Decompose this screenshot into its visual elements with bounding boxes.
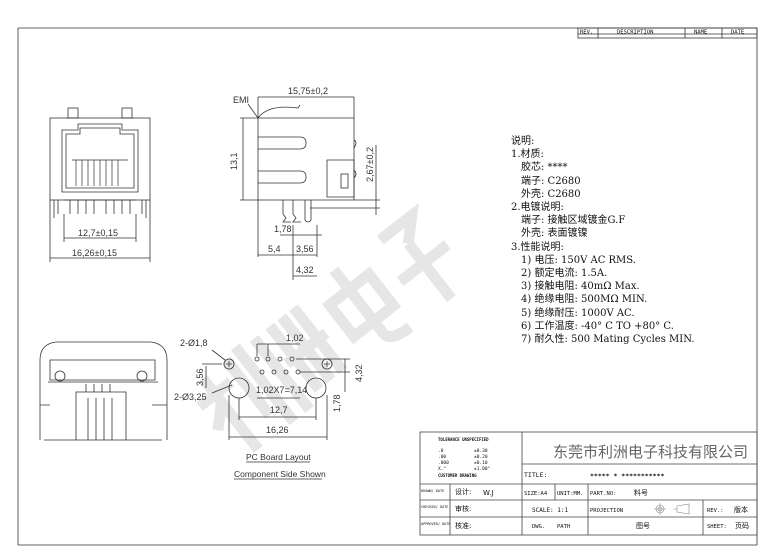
dim-4-32: 4,32 bbox=[354, 364, 364, 382]
dim-4-32: 4,32 bbox=[296, 265, 314, 275]
scale-value: SCALE: 1:1 bbox=[532, 507, 569, 514]
description-header: DESCRIPTION bbox=[617, 30, 653, 36]
drawing-number: 图号 bbox=[636, 522, 650, 530]
note-line: 4) 绝缘电阻: 500MΩ MIN. bbox=[521, 294, 648, 306]
note-line: 2) 额定电流: 1.5A. bbox=[521, 268, 608, 280]
note-line: 7) 耐久性: 500 Mating Cycles MIN. bbox=[521, 334, 695, 346]
notes-section-performance: 3.性能说明: bbox=[511, 241, 564, 253]
watermark bbox=[196, 202, 456, 453]
unit-value: UNIT:MM. bbox=[557, 491, 584, 497]
dwg-path: PATH bbox=[557, 524, 570, 530]
approve-label: 核准: bbox=[455, 521, 471, 530]
row-offset-label: 3,56 bbox=[195, 368, 205, 386]
note-line: 外壳: C2680 bbox=[521, 188, 581, 200]
notes: 说明: 1.材质: 胶芯: **** 端子: C2680 外壳: C2680 2… bbox=[511, 135, 695, 346]
tol-key: .000 bbox=[438, 460, 449, 466]
pcb-caption: PC Board Layout bbox=[246, 452, 311, 462]
dim-12-7: 12,7 bbox=[270, 405, 288, 415]
note-line: 端子: 接触区域镀金G.F bbox=[521, 215, 626, 227]
dim-height: 13,1 bbox=[229, 152, 239, 170]
checked-label: CHECKED/ DATE bbox=[421, 505, 448, 509]
revision-table: REV. DESCRIPTION NAME DATE bbox=[577, 27, 758, 39]
dim-5-4: 5,4 bbox=[268, 244, 281, 254]
note-line: 端子: C2680 bbox=[521, 175, 581, 187]
dwg-label: DWG. bbox=[532, 524, 545, 530]
pcb-subcaption: Component Side Shown bbox=[234, 469, 326, 479]
sheet-value: 页码 bbox=[735, 522, 749, 530]
rev-value: 版本 bbox=[734, 505, 748, 514]
note-line: 3) 接触电阻: 40mΩ Max. bbox=[521, 281, 640, 293]
tolerance-title: TOLERANCE UNSPECIFIED bbox=[438, 437, 489, 442]
dim-tab: 2,67±0,2 bbox=[365, 147, 375, 182]
part-label: PART.NO: bbox=[590, 491, 617, 497]
customer-drawing: CUSTOMER DRAWING bbox=[438, 473, 477, 478]
projection-symbol-icon bbox=[654, 503, 690, 515]
company-name: 东莞市利洲电子科技有限公司 bbox=[553, 443, 748, 461]
notes-title: 说明: bbox=[511, 136, 535, 147]
dim-width: 15,75±0,2 bbox=[288, 86, 328, 96]
title-block: TOLERANCE UNSPECIFIED .0 ±0.30 .00 ±0.20… bbox=[419, 431, 758, 536]
title-label: TITLE: bbox=[524, 471, 547, 479]
dim-outer-width: 16,26±0,15 bbox=[72, 248, 117, 258]
designer-name: W.J bbox=[483, 489, 493, 497]
front-view: 12,7±0,15 16,26±0,15 bbox=[49, 107, 151, 262]
hole-large-label: 2-Ø3,25 bbox=[174, 392, 207, 402]
dim-inner-width: 12,7±0,15 bbox=[78, 228, 118, 238]
note-line: 6) 工作温度: -40° C TO +80° C. bbox=[521, 320, 674, 332]
dim-3-56: 3,56 bbox=[296, 244, 314, 254]
review-label: 审核: bbox=[455, 504, 471, 513]
rear-view bbox=[39, 341, 168, 441]
tol-val: ±0.20 bbox=[474, 454, 488, 460]
tol-val: ±1.00° bbox=[474, 466, 491, 472]
sheet-label: SHEET: bbox=[707, 524, 727, 530]
notes-section-plating: 2.电镀说明: bbox=[511, 202, 564, 214]
rev-header: REV. bbox=[580, 30, 593, 36]
part-value: 料号 bbox=[634, 488, 648, 497]
approved-label: APPROVED/ DATE bbox=[421, 522, 451, 526]
note-line: 1) 电压: 150V AC RMS. bbox=[521, 254, 636, 266]
note-line: 胶芯: **** bbox=[521, 162, 568, 174]
span-label: 1,02X7=7,14 bbox=[256, 385, 307, 395]
dim-1-78: 1,78 bbox=[332, 394, 342, 412]
drawn-label: DRAWN/ DATE bbox=[421, 489, 444, 493]
date-header: DATE bbox=[731, 30, 744, 36]
emi-label: EMI bbox=[233, 95, 249, 105]
pitch-label: 1,02 bbox=[286, 333, 304, 343]
hole-small-label: 2-Ø1,8 bbox=[180, 338, 208, 348]
projection-label: PROJECTION bbox=[590, 508, 623, 514]
rev-label: REV.: bbox=[707, 508, 724, 514]
note-line: 外壳: 表面镀镍 bbox=[521, 228, 588, 240]
name-header: NAME bbox=[694, 30, 707, 36]
dim-16-26: 16,26 bbox=[266, 425, 289, 435]
tol-key: .0 bbox=[438, 448, 444, 454]
note-line: 5) 绝缘耐压: 1000V AC. bbox=[521, 307, 635, 319]
notes-section-material: 1.材质: bbox=[511, 149, 544, 161]
tol-val: ±0.10 bbox=[474, 460, 488, 466]
size-value: SIZE:A4 bbox=[524, 491, 548, 497]
tol-val: ±0.30 bbox=[474, 448, 488, 454]
emi-spring bbox=[257, 104, 301, 119]
tol-key: .00 bbox=[438, 454, 446, 460]
title-value: ***** * *********** bbox=[590, 472, 664, 480]
design-label: 设计: bbox=[455, 487, 471, 496]
dim-1-78: 1,78 bbox=[274, 224, 292, 234]
tol-key: X.° bbox=[438, 466, 446, 472]
side-view: EMI 15,75±0,2 13,1 2,67±0,2 1,78 5,4 3,5… bbox=[229, 86, 380, 280]
pcb-layout: 2-Ø1,8 2-Ø3,25 1,02 1,02X7=7,14 3,56 12,… bbox=[174, 333, 364, 480]
